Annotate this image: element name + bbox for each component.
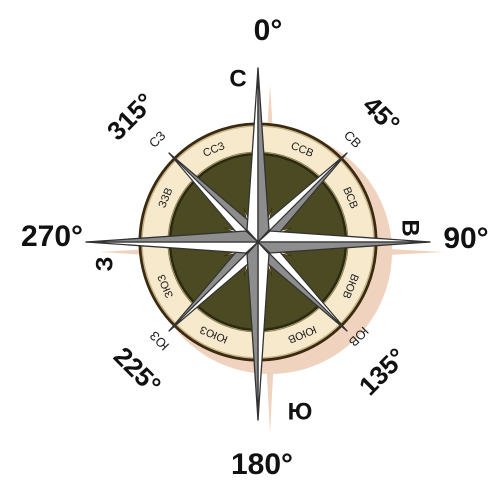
cardinal-n: С [229,65,246,92]
intercardinal-nw: СЗ [146,128,169,151]
degree-0: 0° [254,14,283,47]
intercardinal-sw: ЮЗ [146,328,172,354]
cardinal-w: З [91,256,118,271]
degree-45: 45° [357,90,406,139]
cardinal-e: В [397,219,424,236]
intercardinal-ne: СВ [341,128,364,151]
degree-90: 90° [443,222,488,255]
degree-135: 135° [353,342,412,401]
degree-180: 180° [231,448,293,481]
degree-270: 270° [21,220,83,253]
cardinal-s: Ю [288,398,313,425]
